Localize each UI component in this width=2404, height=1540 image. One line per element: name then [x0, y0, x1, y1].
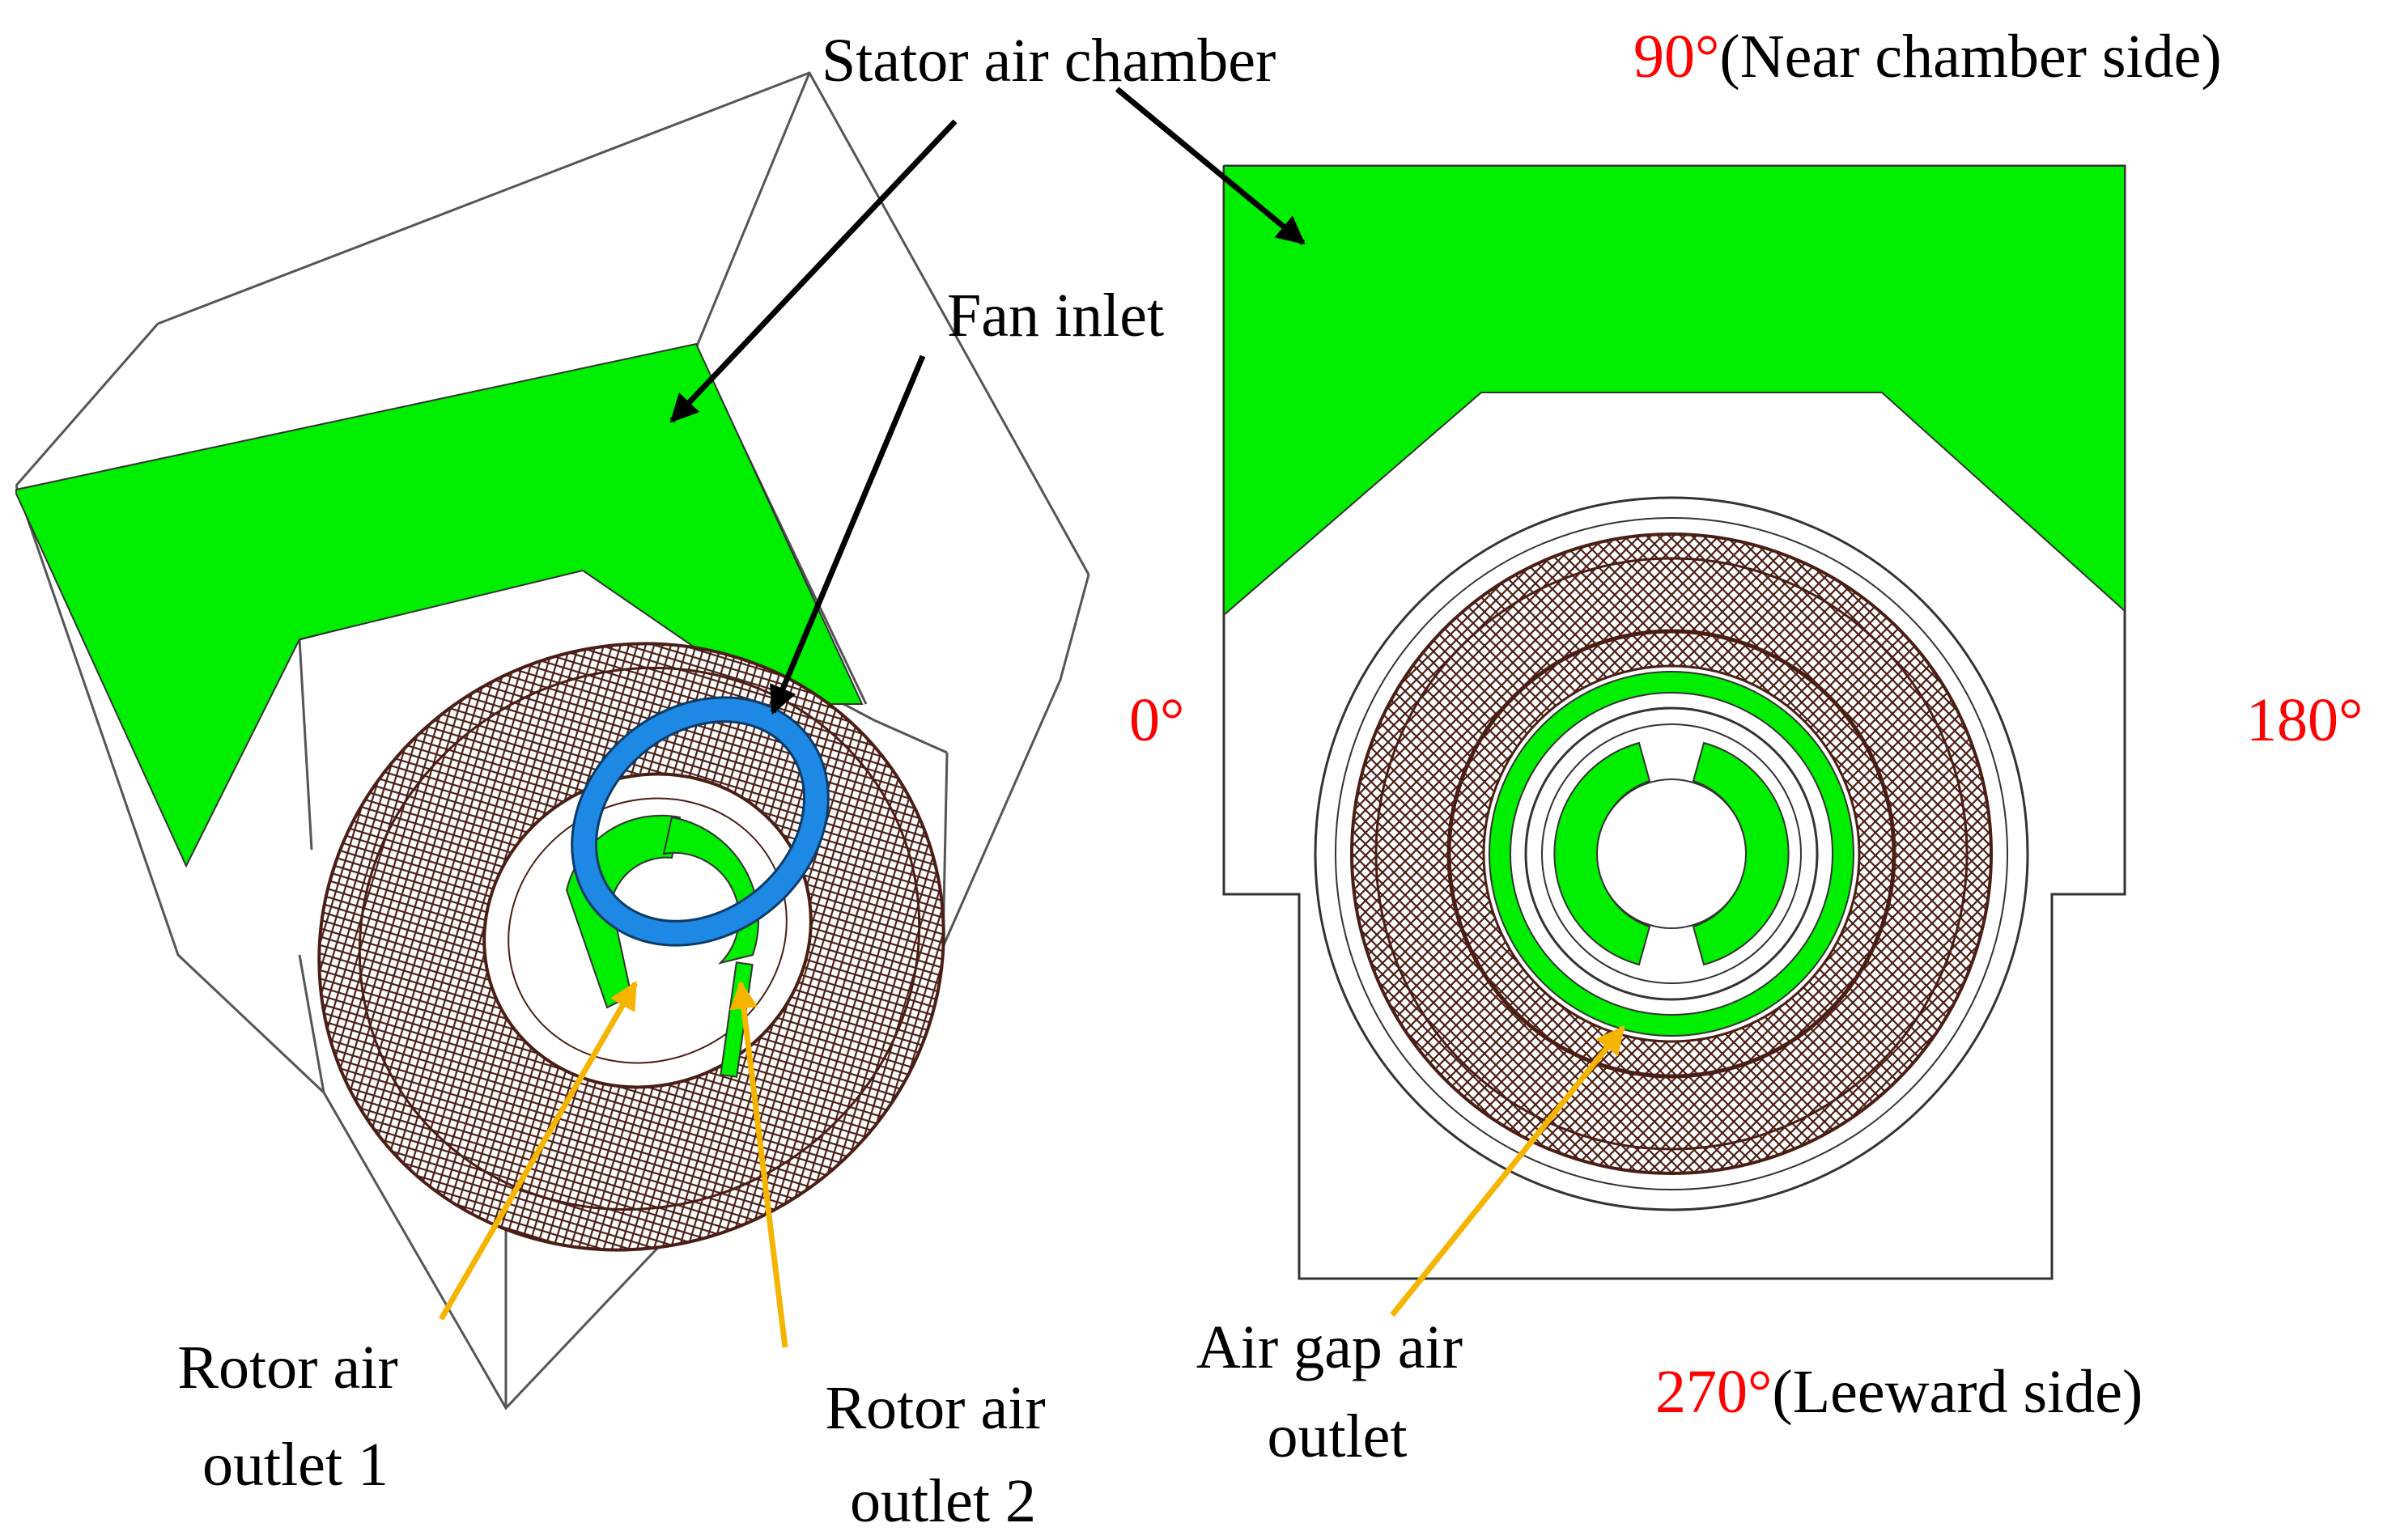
angle-180-label: 180° [2246, 686, 2363, 754]
fan-inlet-ring [571, 696, 830, 947]
label-rotor-air-outlet-1: Rotor air outlet 1 [177, 1334, 413, 1499]
isometric-view [15, 71, 1090, 1411]
arrow-rotor-outlet-2 [729, 980, 788, 1348]
arrow-rotor-outlet-1 [438, 980, 639, 1321]
label-air-gap-air-outlet: Air gap air outlet [1196, 1313, 1478, 1470]
angle-270-label: 270°(Leeward side) [1655, 1358, 2143, 1426]
air-gap-outlet-ring [1489, 672, 1854, 1036]
angle-90-label: 90°(Near chamber side) [1633, 23, 2222, 91]
annotation-arrows [438, 87, 1625, 1348]
label-fan-inlet: Fan inlet [947, 282, 1164, 350]
label-rotor-air-outlet-2: Rotor air outlet 2 [825, 1374, 1060, 1535]
arrow-chamber-right [1115, 87, 1306, 245]
arrow-chamber-left [669, 119, 958, 423]
stator-air-chamber-region [1223, 165, 2126, 617]
stator-air-chamber-region [15, 342, 864, 868]
labels: Stator air chamber Fan inlet Rotor air o… [177, 23, 2363, 1535]
section-view [1222, 164, 2126, 1280]
arrow-fan-inlet [770, 354, 926, 715]
arrow-air-gap-outlet [1390, 1025, 1625, 1317]
angle-0-label: 0° [1129, 686, 1184, 754]
rotor-air-outlet-2-shape [662, 816, 759, 965]
stator-winding-3d [317, 642, 945, 1252]
label-stator-air-chamber: Stator air chamber [822, 27, 1276, 95]
